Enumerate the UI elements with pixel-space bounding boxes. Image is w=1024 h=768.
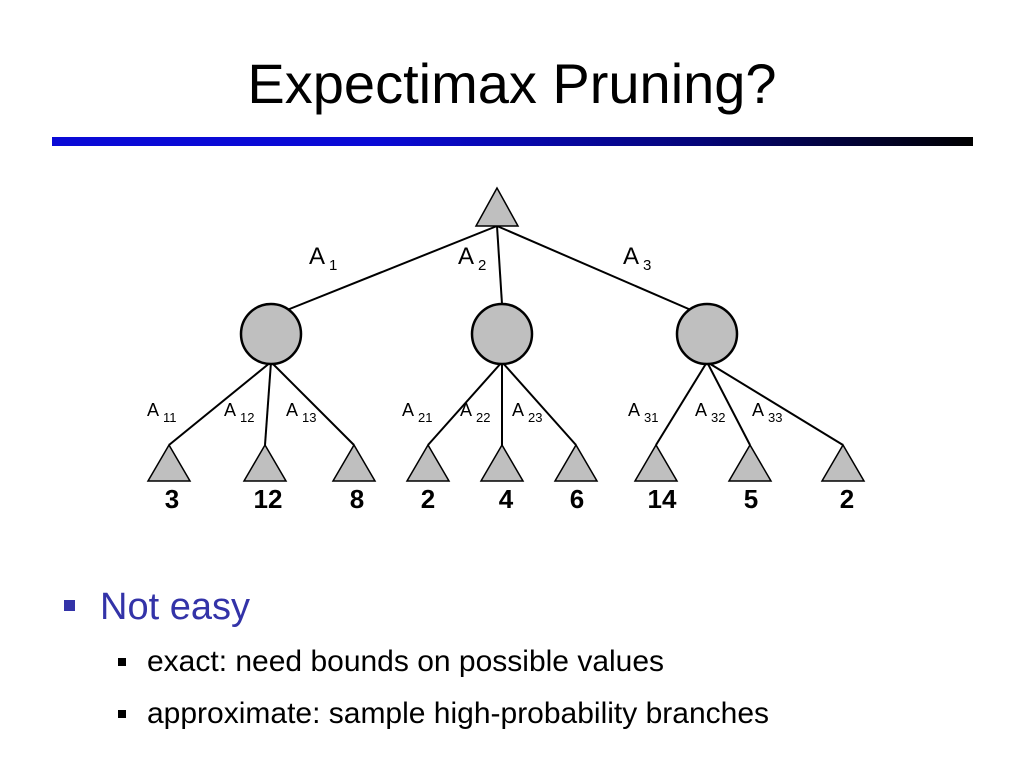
action-label-a2-subscript: 2: [478, 257, 486, 274]
leaf-value-a13: 8: [350, 484, 364, 514]
edge-root-to-chance-1: [286, 225, 498, 311]
outcome-label-a13-subscript: 13: [302, 410, 316, 425]
chance-node-circle-3: [675, 302, 739, 366]
outcome-label-a23: A 23: [512, 400, 542, 425]
leaf-value-a21: 2: [421, 484, 435, 514]
bullet-marker: [64, 600, 75, 611]
edge-chance-1-to-leaf-1: [168, 361, 272, 446]
outcome-label-a11: A 11: [147, 400, 177, 425]
leaf-value-a33: 2: [840, 484, 854, 514]
outcome-label-a21-letter: A: [402, 400, 414, 420]
outcome-label-a31-subscript: 31: [644, 410, 658, 425]
edge-root-to-chance-3: [496, 225, 692, 311]
sub-bullet-exact: exact: need bounds on possible values: [147, 645, 665, 678]
leaf-triangle-a31: [633, 443, 679, 482]
leaf-triangle-a32: [727, 443, 773, 482]
outcome-label-a32: A 32: [695, 400, 725, 425]
leaf-triangle-a11: [146, 443, 192, 482]
leaf-triangle-a13: [331, 443, 377, 482]
edge-chance-2-to-leaf-3: [501, 361, 577, 446]
outcome-label-a22: A 22: [460, 400, 490, 425]
leaf-triangle-a23: [553, 443, 599, 482]
outcome-label-a22-subscript: 22: [476, 410, 490, 425]
leaf-value-a23: 6: [570, 484, 584, 514]
outcome-label-a13: A 13: [286, 400, 316, 425]
leaf-triangle-a22: [479, 443, 525, 482]
outcome-label-a21-subscript: 21: [418, 410, 432, 425]
title-divider: [52, 137, 973, 146]
outcome-label-a11-letter: A: [147, 400, 159, 420]
edge-chance-3-to-leaf-1: [655, 361, 708, 446]
outcome-label-a12: A 12: [224, 400, 254, 425]
outcome-label-a23-subscript: 23: [528, 410, 542, 425]
max-root-triangle: [474, 186, 520, 227]
action-label-a1-subscript: 1: [329, 257, 337, 274]
outcome-label-a33: A 33: [752, 400, 782, 425]
leaf-value-a32: 5: [744, 484, 758, 514]
outcome-label-a33-letter: A: [752, 400, 764, 420]
leaf-value-a22: 4: [499, 484, 514, 514]
outcome-label-a11-subscript: 11: [163, 410, 177, 425]
edge-chance-3-to-leaf-3: [706, 361, 844, 446]
outcome-label-a31-letter: A: [628, 400, 640, 420]
action-label-a3-letter: A: [623, 243, 639, 270]
chance-node-circle-1: [239, 302, 303, 366]
action-label-a1-letter: A: [309, 243, 325, 270]
sub-bullet-approximate: approximate: sample high-probability bra…: [147, 697, 770, 730]
action-label-a2-letter: A: [458, 243, 474, 270]
edge-root-to-chance-2: [496, 225, 503, 305]
outcome-label-a12-letter: A: [224, 400, 236, 420]
edge-chance-1-to-leaf-3: [270, 361, 355, 446]
edge-chance-3-to-leaf-2: [706, 361, 751, 446]
outcome-label-a32-letter: A: [695, 400, 707, 420]
leaf-value-a31: 14: [648, 484, 677, 514]
edge-chance-2-to-leaf-1: [427, 361, 503, 446]
outcome-label-a21: A 21: [402, 400, 432, 425]
outcome-label-a31: A 31: [628, 400, 658, 425]
action-label-a3-subscript: 3: [643, 257, 651, 274]
slide-title: Expectimax Pruning?: [247, 52, 777, 115]
sub-bullet-marker: [118, 658, 126, 666]
outcome-label-a23-letter: A: [512, 400, 524, 420]
leaf-value-a11: 3: [165, 484, 179, 514]
leaf-triangle-a33: [820, 443, 866, 482]
outcome-label-a13-letter: A: [286, 400, 298, 420]
leaf-value-a12: 12: [254, 484, 283, 514]
sub-bullet-marker: [118, 710, 126, 718]
edge-chance-1-to-leaf-2: [264, 361, 272, 446]
leaf-triangle-a12: [242, 443, 288, 482]
outcome-label-a33-subscript: 33: [768, 410, 782, 425]
outcome-label-a12-subscript: 12: [240, 410, 254, 425]
outcome-label-a22-letter: A: [460, 400, 472, 420]
leaf-triangle-a21: [405, 443, 451, 482]
chance-node-circle-2: [470, 302, 534, 366]
bullet-not-easy: Not easy: [100, 586, 250, 628]
outcome-label-a32-subscript: 32: [711, 410, 725, 425]
